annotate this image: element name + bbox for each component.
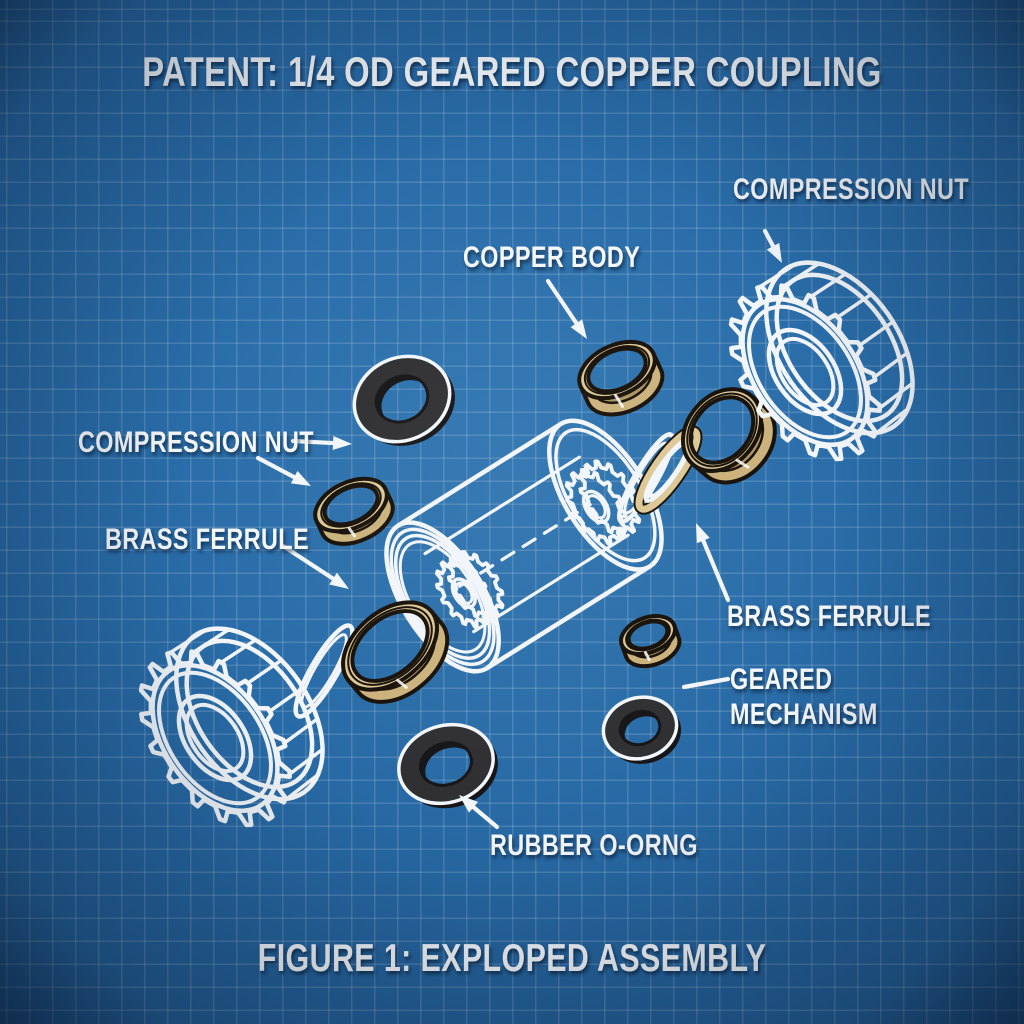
compression-nut-gear-right — [728, 260, 915, 462]
label-copper-body: COPPER BODY — [463, 241, 641, 274]
figure-caption-text: FIGURE 1: EXPLOPED ASSEMBLY — [257, 937, 767, 980]
label-rubber-o-ring: RUBBER O-ORNG — [490, 829, 698, 862]
figure-caption: FIGURE 1: EXPLOPED ASSEMBLY — [0, 939, 1024, 978]
arrow-copper-body — [545, 278, 587, 339]
rubber-o-ring-right — [601, 695, 681, 764]
label-compression-nut-top-right: COMPRESSION NUT — [733, 173, 969, 206]
arrow-brass-ferrule-right — [696, 523, 731, 603]
geared-mechanism-ring — [619, 614, 682, 669]
label-brass-ferrule-left: BRASS FERRULE — [105, 523, 309, 556]
label-compression-nut-left: COMPRESSION NUT — [78, 426, 314, 459]
copper-body-ring — [577, 339, 665, 417]
compression-nut-gear-left — [138, 626, 325, 828]
page-title: PATENT: 1/4 OD GEARED COPPER COUPLING — [0, 51, 1024, 93]
arrow-compression-nut-top-right — [762, 228, 782, 263]
brass-ferrule-ring-right — [680, 387, 777, 485]
rubber-o-ring-top — [352, 354, 455, 446]
arrow-compression-nut-left-2 — [255, 455, 311, 486]
arrow-rubber-o-ring — [459, 795, 500, 830]
rubber-o-ring-bottom — [397, 722, 498, 809]
brass-ferrule-ring-left — [341, 600, 450, 704]
leader-geared-mechanism — [681, 676, 731, 690]
page-title-text: PATENT: 1/4 OD GEARED COPPER COUPLING — [142, 48, 882, 95]
label-geared-mechanism: GEARED MECHANISM — [730, 663, 878, 732]
label-brass-ferrule-right: BRASS FERRULE — [727, 600, 931, 633]
